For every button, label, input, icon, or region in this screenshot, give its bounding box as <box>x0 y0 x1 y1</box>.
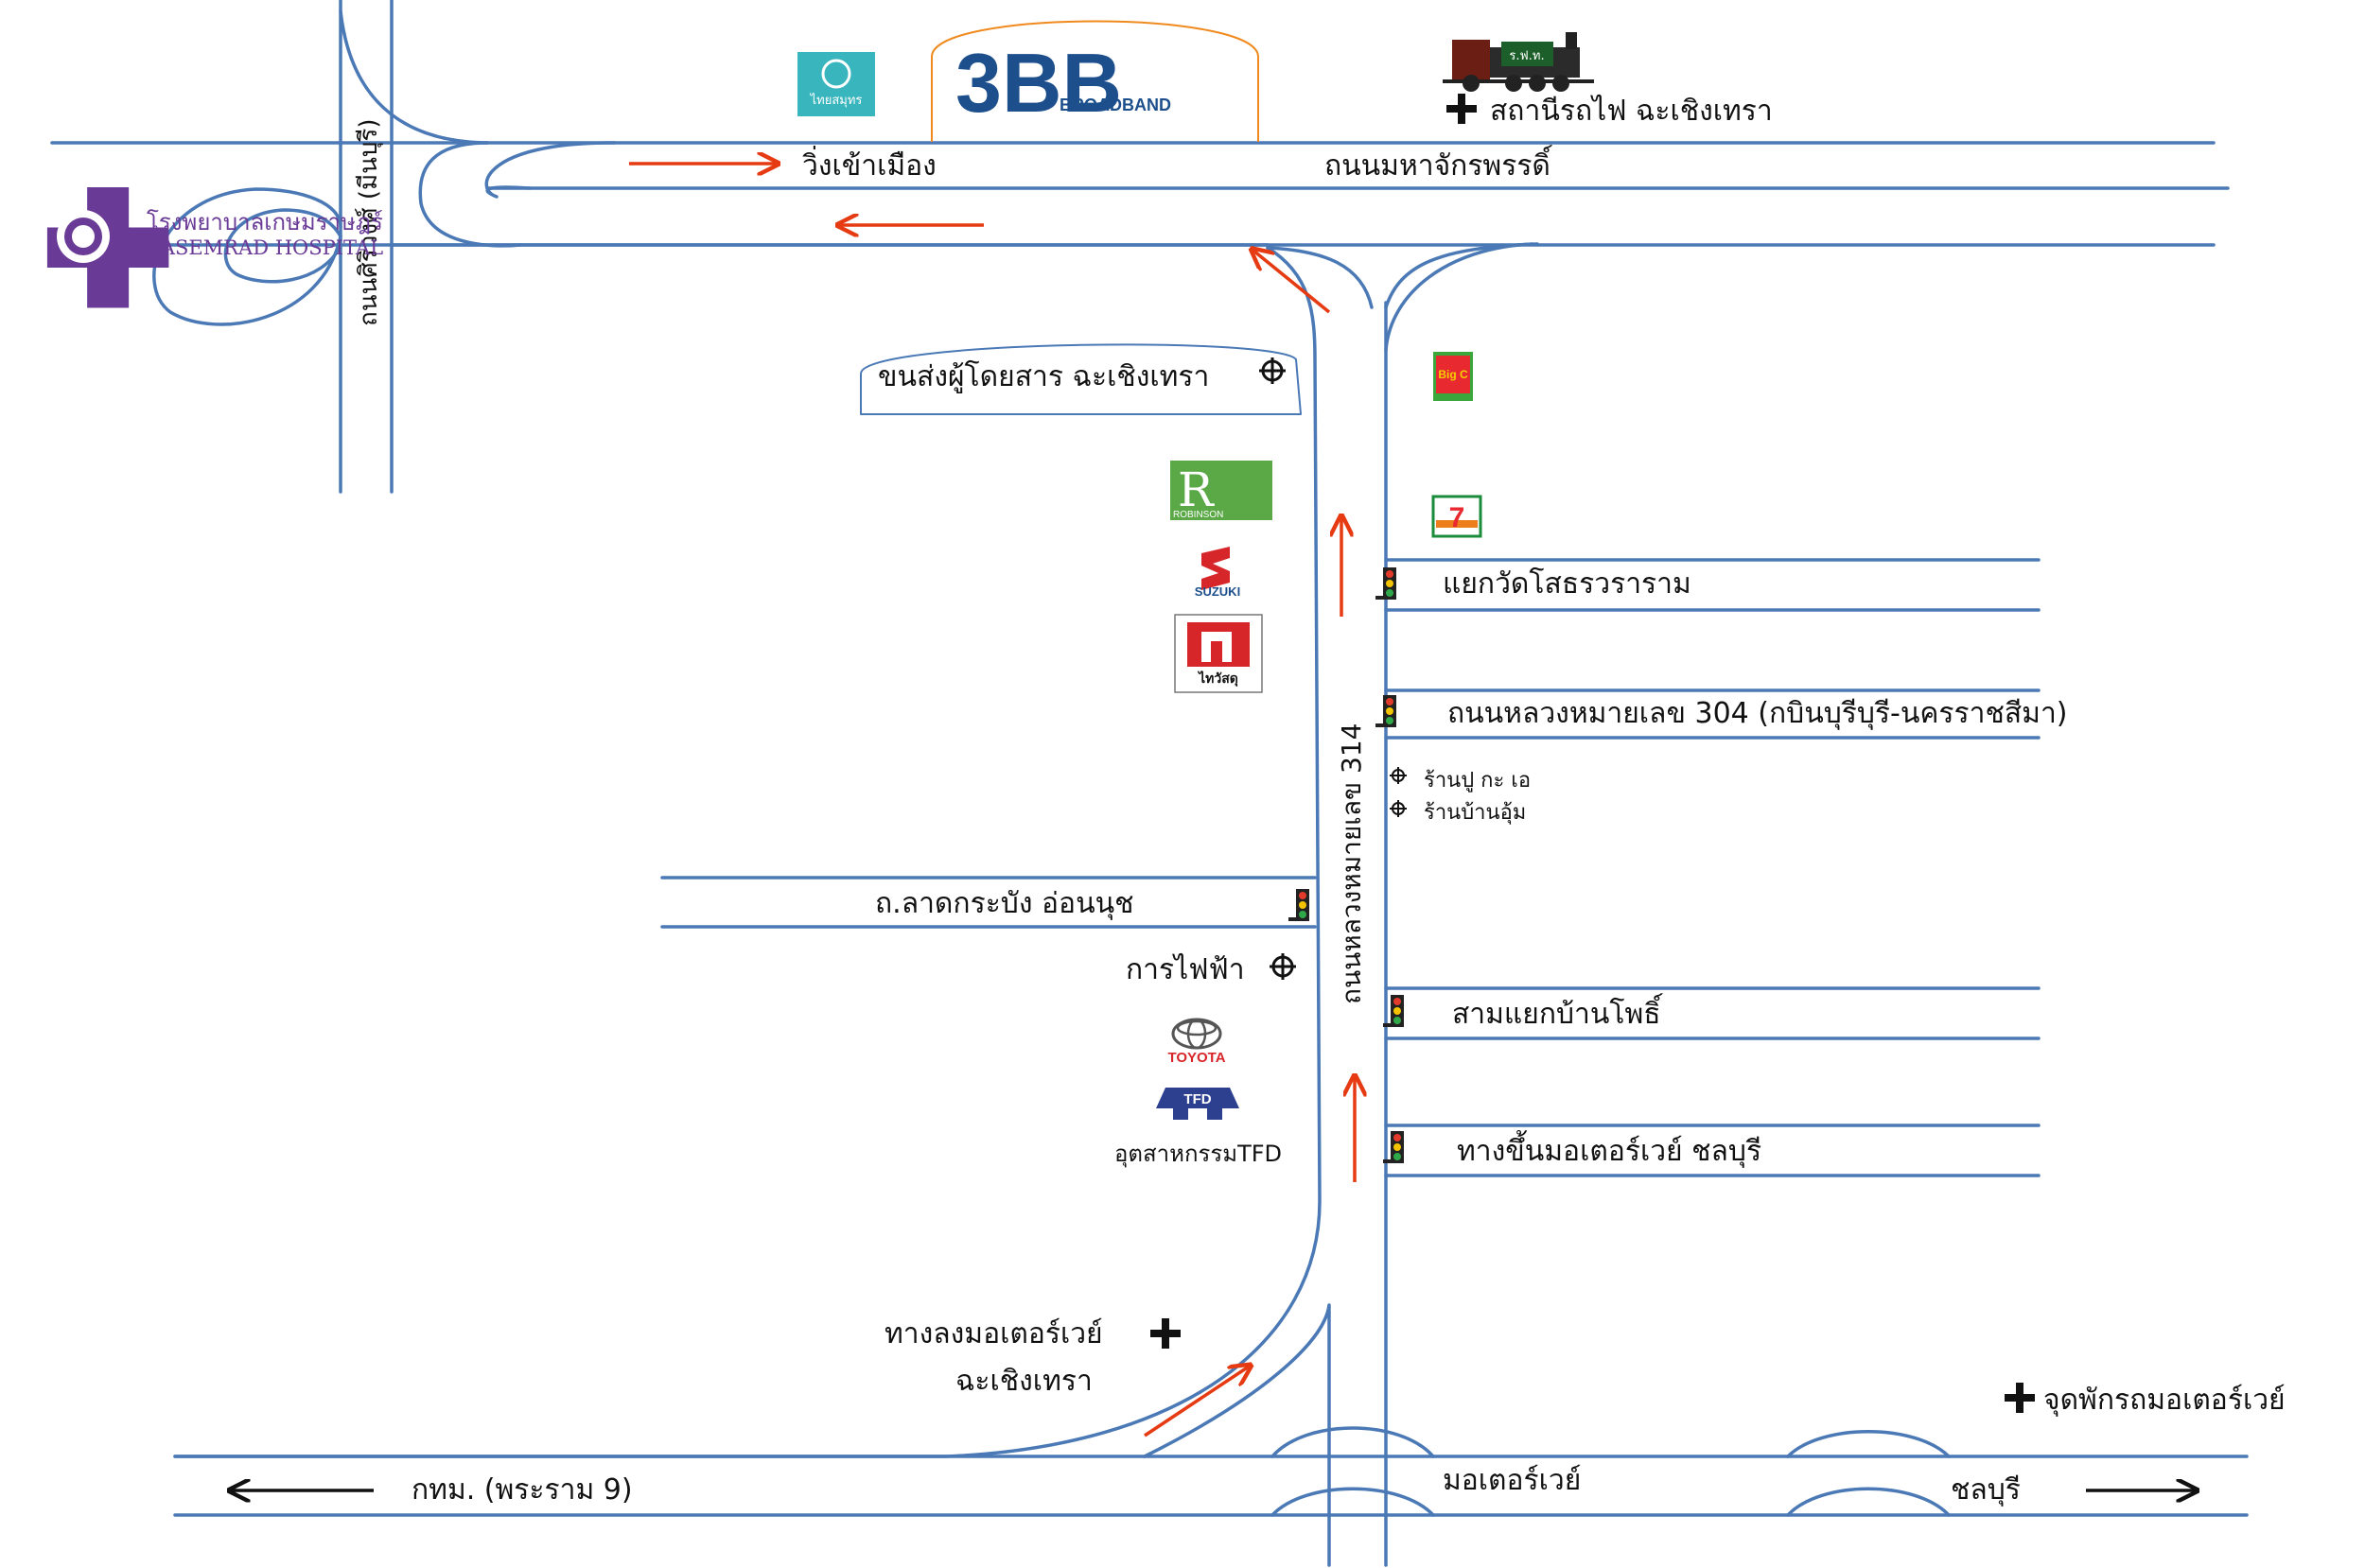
label-tfd-industry: อุตสาหกรรมTFD <box>1114 1141 1282 1168</box>
hospital-name-th: โรงพยาบาลเกษมราษฎร์ <box>147 209 383 235</box>
label-maha-road: ถนนมหาจักรพรรดิ์ <box>1324 145 1553 183</box>
label-ban-pho: สามแยกบ้านโพธิ์ <box>1452 993 1663 1031</box>
label-to-bangkok: กทม. (พระราม 9) <box>412 1473 633 1507</box>
label-electricity: การไฟฟ้า <box>1126 952 1245 986</box>
tfd-logo: TFD <box>1156 1088 1239 1120</box>
overpass-hump-2-bottom <box>1786 1487 1951 1517</box>
road-motorway-onramp <box>1143 1303 1331 1567</box>
bus-terminal-lot <box>860 343 1302 415</box>
road-314-fork-left <box>1266 246 1374 309</box>
label-wat-sothon: แยกวัดโสธรวราราม <box>1443 566 1691 601</box>
label-lat-krabang: ถ.ลาดกระบัง อ่อนนุช <box>875 887 1133 921</box>
hospital-name-en: KASEMRAD HOSPITAL <box>147 236 383 259</box>
toyota-logo: TOYOTA <box>1167 1018 1226 1066</box>
pin-icon <box>1390 767 1407 784</box>
labels: วิ่งเข้าเมือง ถนนมหาจักรพรรดิ์ ถนนศิริวง… <box>355 94 2286 1507</box>
interchange-loop-outer <box>339 9 489 145</box>
threebb-subtitle: BROADBAND <box>1060 96 1171 114</box>
label-route-304: ถนนหลวงหมายเลข 304 (กบินบุรีบุรี-นครราชส… <box>1447 697 2068 731</box>
toyota-label: TOYOTA <box>1167 1050 1225 1066</box>
direction-arrows <box>232 164 2195 1490</box>
label-shop-pu: ร้านปู กะ เอ <box>1424 769 1531 793</box>
pin-icon <box>1270 953 1296 980</box>
pin-icon <box>1390 800 1407 817</box>
overpass-hump-2-top <box>1786 1430 1951 1458</box>
label-shop-baan-um: ร้านบ้านอุ้ม <box>1424 801 1526 825</box>
label-train-station: สถานีรถไฟ ฉะเชิงเทรา <box>1490 94 1773 128</box>
label-motorway-down-2: ฉะเชิงเทรา <box>955 1365 1093 1398</box>
threebb-wordmark: 3BB <box>955 36 1122 130</box>
label-motorway-down-1: ทางลงมอเตอร์เวย์ <box>885 1317 1103 1350</box>
robinson-logo: R ROBINSON <box>1170 461 1272 520</box>
robinson-label: ROBINSON <box>1173 510 1223 520</box>
robinson-r: R <box>1178 462 1215 517</box>
tfd-label: TFD <box>1183 1091 1211 1107</box>
pin-icon <box>1259 357 1286 384</box>
train-sign: ร.ฟ.ท. <box>1509 49 1544 63</box>
interchange-loop-left-inner <box>223 208 342 284</box>
suzuki-logo: SUZUKI <box>1195 547 1240 599</box>
train-icon: ร.ฟ.ท. <box>1443 32 1594 92</box>
pin-icon <box>2005 1383 2035 1413</box>
thaisamut-logo: ไทยสมุทร <box>797 52 875 116</box>
suzuki-label: SUZUKI <box>1195 584 1240 599</box>
label-rest-area: จุดพักรถมอเตอร์เวย์ <box>2043 1384 2286 1418</box>
arrow-fork-up-left <box>1253 251 1331 314</box>
road-314-west <box>173 246 1322 1458</box>
pin-icon <box>1446 94 1477 124</box>
seven-label: 7 <box>1449 502 1465 533</box>
pin-icon <box>1150 1318 1181 1349</box>
label-suriyawong: ถนนศิริวงศ์ (มีนบุรี) <box>355 119 383 327</box>
interchange-loop-a <box>418 141 522 248</box>
label-route-314: ถนนหลวงหมายเลข 314 <box>1336 723 1367 1005</box>
threebb-logo: 3BB BROADBAND <box>931 20 1259 142</box>
label-to-chonburi: ชลบุรี <box>1951 1473 2021 1507</box>
label-bus-terminal: ขนส่งผู้โดยสาร ฉะเชิงเทรา <box>878 359 1209 393</box>
thaiwatsadu-logo: ไทวัสดุ <box>1174 614 1263 693</box>
traffic-light-icon <box>1383 995 1404 1027</box>
interchange-loop-b <box>484 141 617 199</box>
road-314-east-curve <box>1384 242 1534 352</box>
traffic-lights <box>1288 567 1404 1163</box>
traffic-light-icon <box>1375 567 1396 600</box>
seven-eleven-logo: 7 <box>1431 495 1482 538</box>
label-inbound: วิ่งเข้าเมือง <box>802 146 937 183</box>
arrow-motorway-exit <box>1144 1367 1249 1437</box>
roads <box>50 0 2249 1567</box>
interchange-loop-left-outer <box>152 187 342 326</box>
thaisamut-label: ไทยสมุทร <box>810 93 863 108</box>
kasemrad-hospital-logo: โรงพยาบาลเกษมราษฎร์ KASEMRAD HOSPITAL <box>46 187 383 308</box>
overpass-hump-1-top <box>1270 1426 1435 1458</box>
place-pins <box>1150 94 2035 1413</box>
label-motorway-up: ทางขึ้นมอเตอร์เวย์ ชลบุรี <box>1457 1130 1761 1169</box>
overpass-hump-1-bottom <box>1270 1487 1435 1517</box>
traffic-light-icon <box>1288 889 1309 921</box>
traffic-light-icon <box>1375 695 1396 727</box>
thaiwatsadu-label: ไทวัสดุ <box>1197 670 1238 687</box>
bigc-logo: Big C <box>1433 352 1473 401</box>
label-motorway: มอเตอร์เวย์ <box>1443 1464 1581 1497</box>
bigc-label: Big C <box>1438 368 1468 381</box>
traffic-light-icon <box>1383 1131 1404 1163</box>
